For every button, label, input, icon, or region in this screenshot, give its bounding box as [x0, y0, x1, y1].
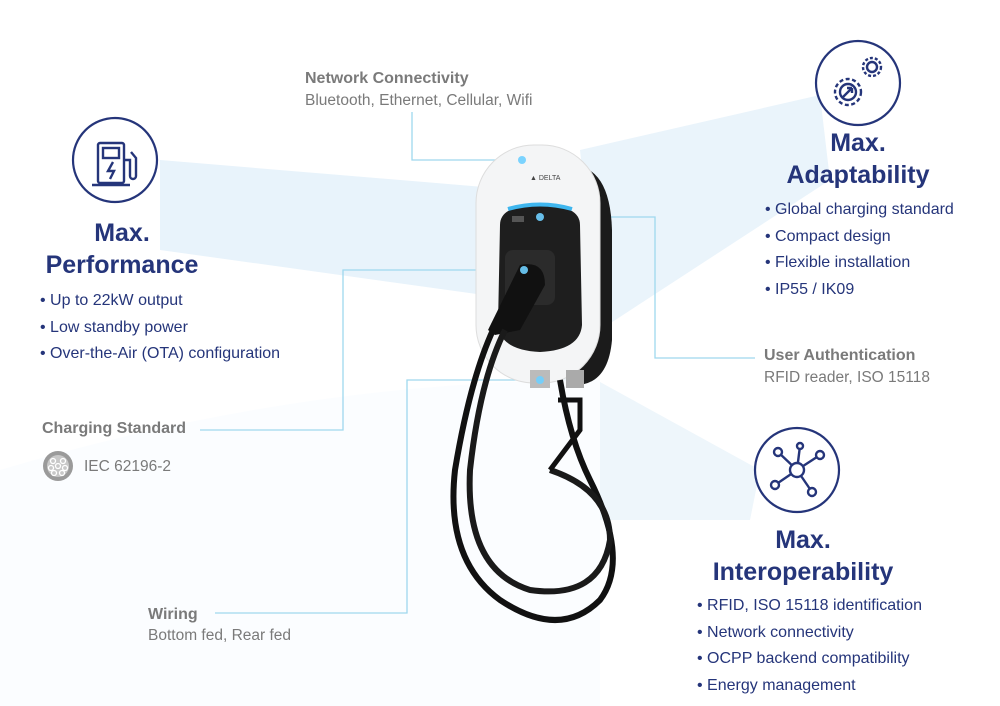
gears-icon	[833, 56, 883, 107]
performance-title-1: Max.	[94, 219, 150, 247]
performance-icon-circle	[71, 116, 159, 204]
network-value: Bluetooth, Ethernet, Cellular, Wifi	[305, 92, 533, 109]
bullet: • Network connectivity	[697, 623, 854, 641]
network-label: Network Connectivity	[305, 70, 469, 87]
ev-charger-image: ▲ DELTA	[450, 144, 616, 623]
interop-beam	[560, 360, 760, 520]
adaptability-beam	[580, 95, 830, 330]
charging-value: IEC 62196-2	[84, 458, 172, 475]
performance-title-2: Performance	[45, 251, 199, 279]
wiring-label: Wiring	[148, 606, 198, 623]
brand-logo: ▲ DELTA	[530, 175, 561, 182]
network-line	[411, 112, 522, 161]
bullet: • RFID, ISO 15118 identification	[697, 597, 922, 614]
bullet: • Up to 22kW output	[40, 292, 183, 309]
auth-value: RFID reader, ISO 15118	[764, 369, 930, 386]
charging-line	[200, 269, 522, 431]
bullet: • Compact design	[765, 227, 891, 245]
auth-label: User Authentication	[764, 347, 916, 364]
interop-bullets: • RFID, ISO 15118 identification • Netwo…	[697, 593, 922, 699]
bullet: • Global charging standard	[765, 201, 954, 218]
interop-title-2: Interoperability	[712, 558, 894, 586]
wiring-value: Bottom fed, Rear fed	[148, 627, 292, 644]
bullet: • IP55 / IK09	[765, 280, 855, 298]
bullet: • Low standby power	[40, 318, 188, 336]
type2-connector-icon	[43, 451, 73, 481]
adaptability-title-2: Adaptability	[786, 161, 930, 189]
bullet: • Over-the-Air (OTA) configuration	[40, 345, 281, 362]
charging-label: Charging Standard	[42, 420, 187, 437]
bullet: • Energy management	[697, 676, 856, 694]
bullet: • Flexible installation	[765, 254, 911, 271]
adaptability-title-1: Max.	[830, 129, 886, 157]
floor-curve	[0, 380, 600, 706]
network-nodes-icon	[769, 441, 826, 498]
performance-beam	[160, 160, 520, 300]
interop-title-1: Max.	[775, 526, 831, 554]
performance-bullets: • Up to 22kW output • Low standby power …	[40, 288, 280, 368]
ev-charger-pump-icon	[92, 141, 138, 187]
bullet: • OCPP backend compatibility	[697, 650, 910, 667]
adaptability-bullets: • Global charging standard • Compact des…	[765, 197, 954, 303]
